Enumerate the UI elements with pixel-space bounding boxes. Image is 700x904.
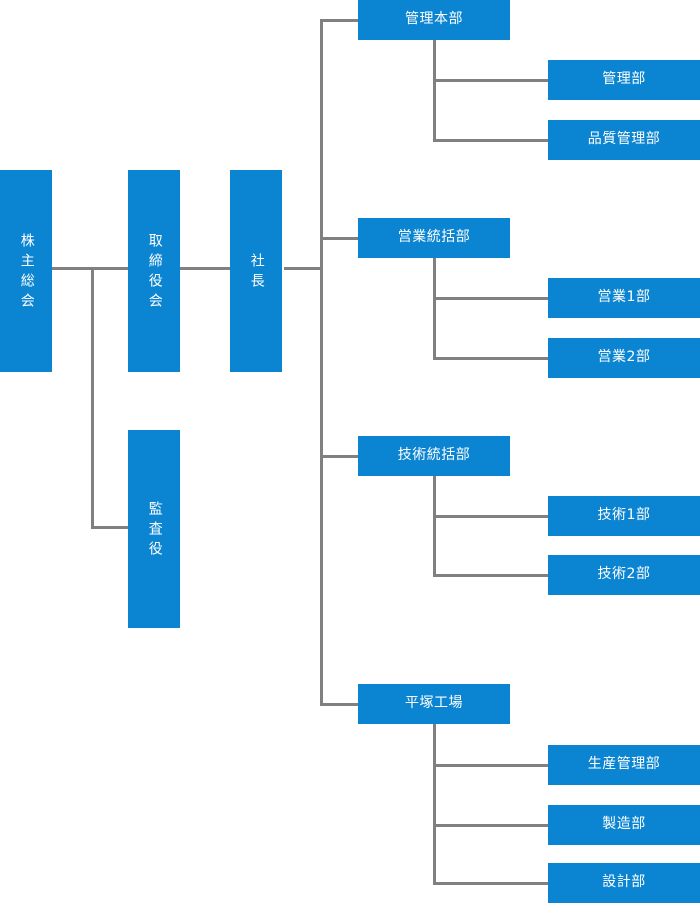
connector-eng-to-eng2: [433, 574, 548, 577]
connector-junction-vertical: [91, 267, 94, 529]
connector-eng-subtrunk: [433, 476, 436, 575]
connector-trunk-admin-hq: [320, 19, 358, 22]
connector-admin-to-quality: [433, 139, 548, 142]
node-quality-control-department[interactable]: 品質管理部: [548, 120, 700, 160]
connector-admin-subtrunk: [433, 40, 436, 140]
node-sales-department-1[interactable]: 営業1部: [548, 278, 700, 318]
connector-eng-to-eng1: [433, 515, 548, 518]
node-admin-department[interactable]: 管理部: [548, 60, 700, 100]
connector-shareholders-junction: [52, 267, 91, 270]
node-hiratsuka-plant[interactable]: 平塚工場: [358, 684, 510, 724]
connector-president-trunk: [284, 267, 323, 270]
connector-sales-subtrunk: [433, 258, 436, 358]
node-manufacturing-department[interactable]: 製造部: [548, 805, 700, 845]
connector-hiratsuka-to-manufacturing: [433, 824, 548, 827]
node-shareholders[interactable]: 株主総会: [0, 170, 52, 372]
node-engineering-department-2[interactable]: 技術2部: [548, 555, 700, 595]
node-production-management-department[interactable]: 生産管理部: [548, 745, 700, 785]
connector-trunk-hiratsuka: [320, 703, 358, 706]
connector-admin-to-admin-dept: [433, 79, 548, 82]
connector-hiratsuka-subtrunk: [433, 724, 436, 883]
node-auditor[interactable]: 監査役: [128, 430, 180, 628]
connector-main-trunk: [320, 19, 323, 705]
connector-sales-to-sales1: [433, 297, 548, 300]
node-president[interactable]: 社長: [230, 170, 282, 372]
connector-trunk-sales-hq: [320, 237, 358, 240]
connector-junction-auditor: [91, 526, 128, 529]
connector-board-president: [180, 267, 230, 270]
node-sales-headquarters[interactable]: 営業統括部: [358, 218, 510, 258]
connector-sales-to-sales2: [433, 357, 548, 360]
node-engineering-headquarters[interactable]: 技術統括部: [358, 436, 510, 476]
node-sales-department-2[interactable]: 営業2部: [548, 338, 700, 378]
connector-trunk-eng-hq: [320, 455, 358, 458]
node-board-of-directors[interactable]: 取締役会: [128, 170, 180, 372]
connector-hiratsuka-to-design: [433, 882, 548, 885]
node-engineering-department-1[interactable]: 技術1部: [548, 496, 700, 536]
connector-hiratsuka-to-production: [433, 764, 548, 767]
connector-junction-board: [91, 267, 128, 270]
node-design-department[interactable]: 設計部: [548, 863, 700, 903]
node-admin-headquarters[interactable]: 管理本部: [358, 0, 510, 40]
